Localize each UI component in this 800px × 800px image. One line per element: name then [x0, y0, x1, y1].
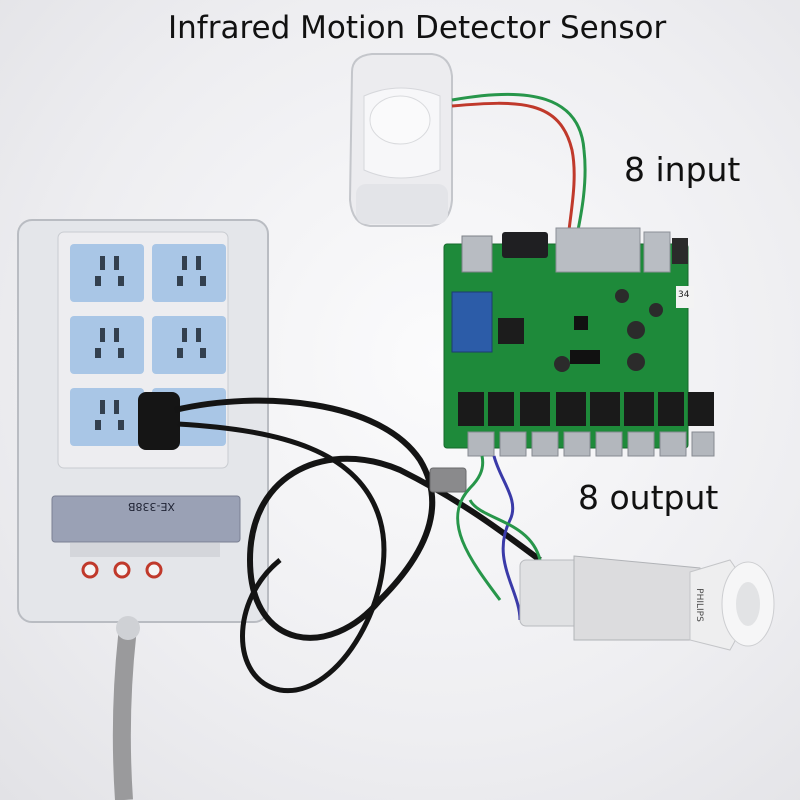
strip-label-panel — [51, 495, 241, 543]
strip-indicator-3 — [145, 561, 163, 579]
black-plug — [138, 392, 180, 450]
motion-sensor — [348, 53, 453, 227]
controller-board — [443, 227, 715, 457]
board-tag-label: 34 — [678, 290, 690, 300]
bulb-brand-label: PHILIPS — [693, 588, 704, 622]
red-wire — [451, 101, 576, 241]
strip-power-cable — [112, 626, 137, 800]
strip-indicator-2 — [113, 561, 131, 579]
strip-indicator-1 — [81, 561, 99, 579]
wire-connector — [429, 467, 467, 493]
black-cable — [174, 397, 542, 641]
strip-model-label: XE-338B — [128, 500, 175, 513]
socket-grid — [70, 244, 226, 446]
relay-row — [458, 392, 714, 426]
light-bulb — [519, 555, 775, 651]
output-terminals — [467, 431, 715, 457]
green-wire — [451, 92, 587, 241]
title-caption: Infrared Motion Detector Sensor — [168, 10, 667, 46]
output-caption: 8 output — [578, 478, 719, 517]
input-caption: 8 input — [624, 150, 741, 189]
